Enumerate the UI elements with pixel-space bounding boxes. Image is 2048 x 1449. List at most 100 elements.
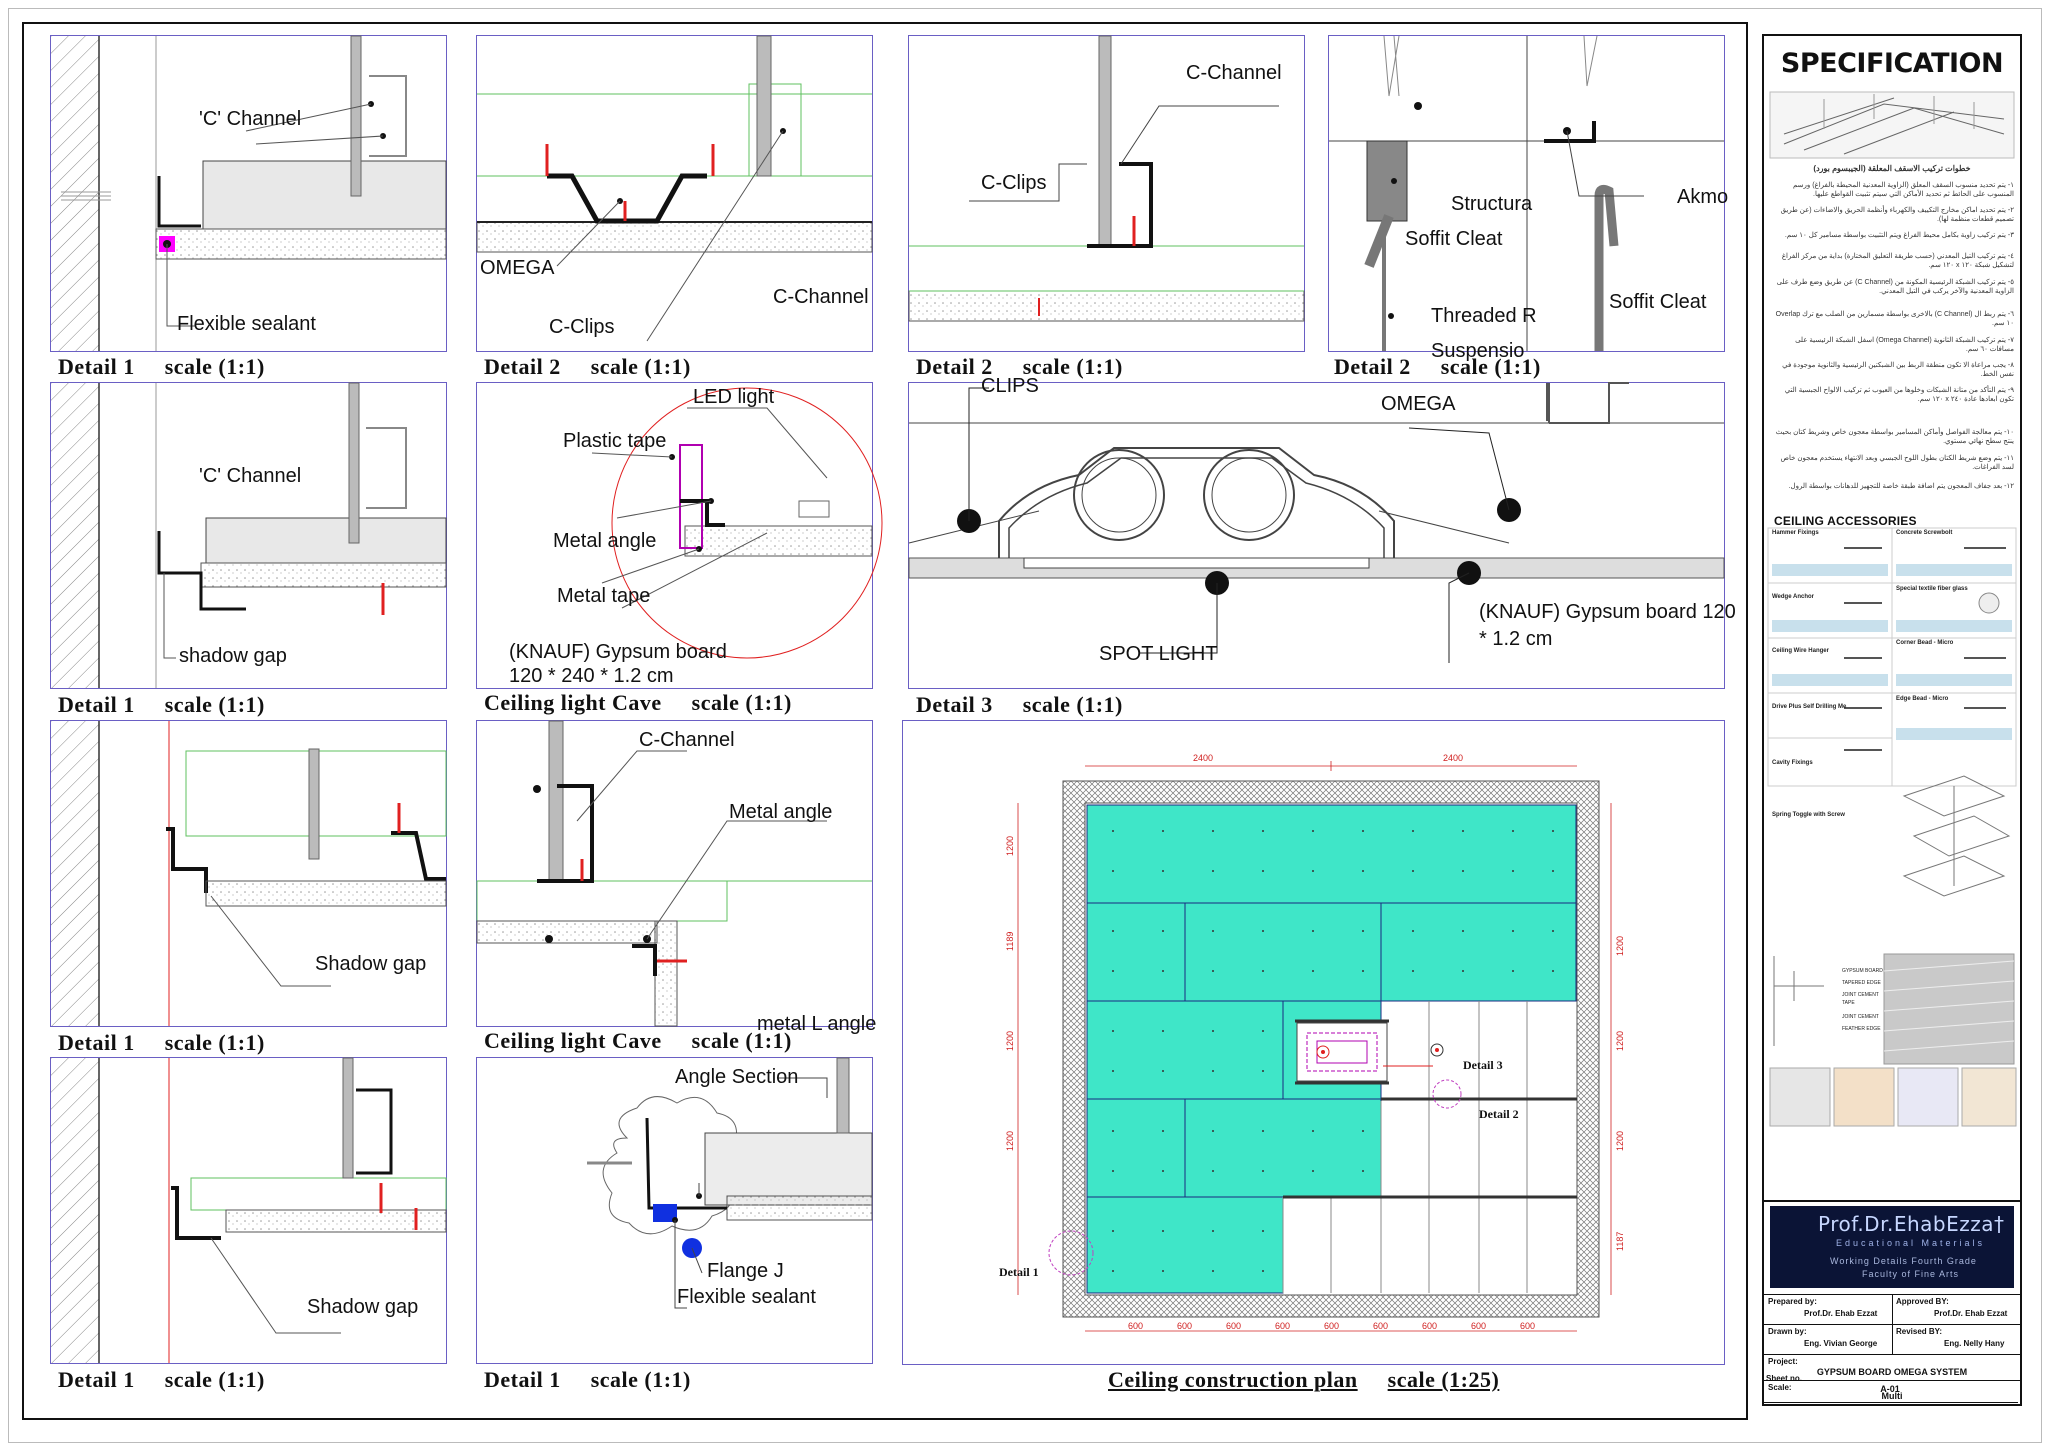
detail-1-angle-section: Angle Section Flange J Flexible sealant: [476, 1057, 873, 1364]
title-block-prepared-row: Prepared by: Prof.Dr. Ehab Ezzat Approve…: [1764, 1294, 2020, 1325]
caption-detail-2a: Detail 2 scale (1:1): [484, 354, 691, 379]
detail-2-soffit-cleat: Structura Soffit Cleat Threaded R Suspen…: [1328, 35, 1729, 362]
spec-step-4: ٤- يتم تركيب التيل المعدني (حسب طريقة ال…: [1781, 253, 2014, 269]
label-threaded-rod: Threaded R: [1431, 305, 1537, 327]
joint-label-tape: TAPE: [1842, 1000, 1855, 1006]
accessory-wedge-anchor: Wedge Anchor: [1772, 594, 1815, 600]
label-shadow-gap: Shadow gap: [307, 1296, 419, 1318]
label-metal-angle: Metal angle: [553, 530, 657, 552]
approved-label: Approved BY:: [1896, 1297, 1949, 1306]
accessory-hammer-fixings: Hammer Fixings: [1772, 530, 1819, 536]
dim-bottom-2: 600: [1177, 1321, 1192, 1331]
dim-top-2: 2400: [1443, 753, 1463, 763]
spec-step-12: ١٢- بعد جفاف المعجون يتم اضافة طبقة خاصة…: [1788, 483, 2014, 490]
label-clips: CLIPS: [981, 375, 1039, 397]
caption-ceiling-light-cave-2: Ceiling light Cave scale (1:1): [484, 1028, 792, 1053]
accessory-ceiling-wire-hanger: Ceiling Wire Hanger: [1772, 648, 1829, 654]
dim-top-1: 2400: [1193, 753, 1213, 763]
title-block-sheet-divider: [1762, 1402, 2018, 1403]
spec-title: SPECIFICATION: [1780, 48, 2004, 79]
approved-value: Prof.Dr. Ehab Ezzat: [1934, 1309, 2008, 1318]
drawn-label: Drawn by:: [1768, 1327, 1807, 1336]
caption-detail-2c: Detail 2 scale (1:1): [1334, 354, 1541, 379]
caption-ceiling-construction-plan: Ceiling construction plan scale (1:25): [1108, 1367, 1500, 1392]
label-metal-tape: Metal tape: [557, 585, 651, 607]
dim-left-3: 1200: [1005, 1031, 1015, 1051]
detail-1d-drawing: [51, 1057, 447, 1363]
dim-bottom-3: 600: [1226, 1321, 1241, 1331]
caption-detail-1c: Detail 1 scale (1:1): [58, 1030, 265, 1055]
revised-value: Eng. Nelly Hany: [1944, 1339, 2005, 1348]
logo-line-2: Faculty of Fine Arts: [1862, 1269, 1960, 1279]
label-structural: Structura: [1451, 193, 1533, 215]
label-akmo: Akmo: [1677, 186, 1729, 208]
dim-bottom-7: 600: [1422, 1321, 1437, 1331]
label-gypsum-board: (KNAUF) Gypsum board 120: [1479, 601, 1736, 623]
dim-bottom-5: 600: [1324, 1321, 1339, 1331]
caption-detail-1d: Detail 1 scale (1:1): [58, 1367, 265, 1392]
label-led-light: LED light: [693, 386, 775, 408]
detail-2c-drawing: [1329, 35, 1724, 351]
spec-step-9: ٩- يتم التأكد من متانة الشبكات وخلوها من…: [1784, 387, 2014, 403]
detail-2-c-clips: C-Channel C-Clips: [908, 35, 1305, 352]
detail-3-spot-light: CLIPS OMEGA SPOT LIGHT (KNAUF) Gypsum bo…: [908, 375, 1736, 689]
assembly-illustrations: [1769, 775, 2017, 1127]
detail-1c-drawing: [51, 721, 447, 1026]
caption-detail-1a: Detail 1 scale (1:1): [58, 354, 265, 379]
accessories-catalog: [1767, 527, 2017, 787]
label-plan-detail-1: Detail 1: [999, 1265, 1039, 1279]
label-c-clips: C-Clips: [549, 316, 615, 338]
logo-line-1: Working Details Fourth Grade: [1830, 1256, 1977, 1266]
dim-left-1: 1200: [1005, 836, 1015, 856]
drawing-border: [22, 22, 1748, 1420]
spec-step-2: ٢- يتم تحديد اماكن مخارج التكييف والكهرب…: [1780, 207, 2014, 223]
label-shadow-gap: Shadow gap: [315, 953, 427, 975]
dim-right-4: 1187: [1615, 1232, 1625, 1251]
label-metal-l-angle: metal L angle: [757, 1013, 877, 1035]
accessory-cavity-fixings: Cavity Fixings: [1772, 760, 1813, 766]
prepared-label: Prepared by:: [1768, 1297, 1817, 1306]
label-omega: OMEGA: [480, 257, 555, 279]
label-soffit-cleat-2: Soffit Cleat: [1609, 291, 1707, 313]
dim-bottom-8: 600: [1471, 1321, 1486, 1331]
accessory-corner-bead: Corner Bead - Micro: [1896, 640, 1954, 646]
caption-detail-2b: Detail 2 scale (1:1): [916, 354, 1123, 379]
ceiling-light-cave-led: LED light Plastic tape Metal angle Metal…: [476, 382, 883, 689]
caption-detail-3: Detail 3 scale (1:1): [916, 692, 1123, 717]
label-c-channel: 'C' Channel: [199, 465, 302, 487]
accessory-spring-toggle: Spring Toggle with Screw: [1772, 812, 1845, 818]
spec-steps-heading: خطوات تركيب الاسقف المعلقة (الجيبسوم بور…: [1813, 164, 1971, 173]
label-spot-light: SPOT LIGHT: [1099, 643, 1218, 665]
scale-value: Multi: [1881, 1391, 1903, 1401]
prepared-value: Prof.Dr. Ehab Ezzat: [1804, 1309, 1878, 1318]
sheet-value: A-01: [1880, 1384, 1900, 1394]
plan-drawing: [1017, 761, 1612, 1332]
label-c-channel: C-Channel: [1186, 62, 1282, 84]
joint-label-cement-2: JOINT CEMENT: [1842, 1014, 1879, 1020]
caption-ceiling-light-cave-1: Ceiling light Cave scale (1:1): [484, 690, 792, 715]
detail-1-shadow-gap: 'C' Channel shadow gap: [50, 382, 447, 689]
label-angle-section: Angle Section: [675, 1066, 799, 1088]
label-suspension: Suspensio: [1431, 340, 1525, 362]
label-plan-detail-3: Detail 3: [1463, 1058, 1503, 1072]
detail-2b-drawing: [908, 35, 1305, 322]
label-shadow-gap: shadow gap: [179, 645, 287, 667]
accessory-drive-plus: Drive Plus Self Drilling Me: [1772, 704, 1847, 710]
label-c-channel: C-Channel: [773, 286, 869, 308]
dim-bottom-6: 600: [1373, 1321, 1388, 1331]
logo: Prof.Dr.EhabEzza† Educational Materials …: [1770, 1206, 2014, 1288]
spec-step-7: ٧- يتم تركيب الشبكة الثانوية (Omega Chan…: [1795, 337, 2014, 353]
scale-label: Scale:: [1768, 1383, 1792, 1392]
accessory-textile-fiber-glass: Special textile fiber glass: [1896, 586, 1968, 592]
caption-detail-1e: Detail 1 scale (1:1): [484, 1367, 691, 1392]
label-flexible-sealant: Flexible sealant: [177, 313, 316, 335]
spec-step-8: ٨- يجب مراعاة الا تكون منطقة الربط بين ا…: [1782, 362, 2014, 378]
revised-label: Revised BY:: [1896, 1327, 1943, 1336]
drawing-sheet: [8, 8, 2042, 1443]
logo-subtitle: Educational Materials: [1836, 1238, 1986, 1248]
ceiling-construction-plan: 2400 2400 1200 1189 1200 1200 1200 1200 …: [902, 720, 1725, 1365]
detail-1-shadow-gap-omega: Shadow gap: [50, 720, 447, 1027]
label-plastic-tape: Plastic tape: [563, 430, 667, 452]
detail-1e-drawing: [587, 1057, 873, 1309]
detail-2-omega: OMEGA C-Clips C-Channel: [476, 35, 873, 352]
